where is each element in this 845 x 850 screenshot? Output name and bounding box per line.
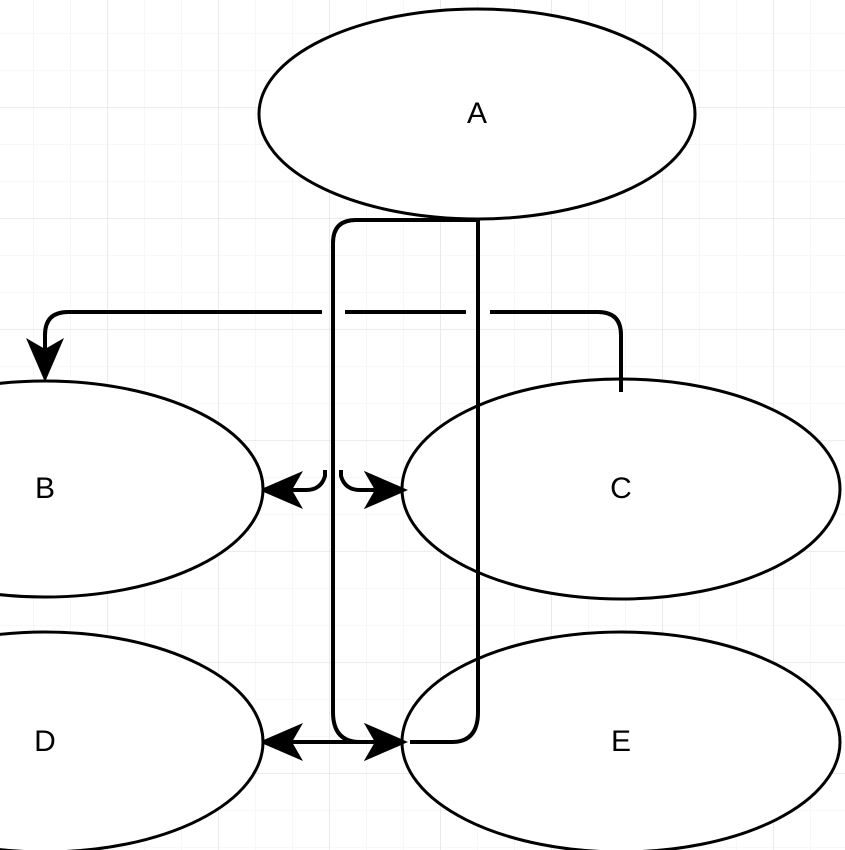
arrowhead-into-e-left-overlay — [364, 723, 408, 761]
edge-b-to-c[interactable] — [276, 470, 392, 492]
node-e-label: E — [611, 725, 631, 758]
edge-a-to-b[interactable] — [43, 310, 322, 368]
node-c-label: C — [610, 472, 632, 505]
node-b-ellipse[interactable] — [0, 379, 265, 599]
node-c[interactable]: C — [400, 377, 842, 601]
node-d[interactable]: D — [0, 630, 265, 850]
node-a-label: A — [467, 97, 487, 130]
edge-a-to-c[interactable] — [490, 310, 623, 392]
node-b[interactable]: B — [0, 379, 265, 599]
node-d-label: D — [34, 725, 56, 758]
edge-overlay-group — [364, 380, 623, 761]
arrowhead-into-d-right — [259, 723, 303, 761]
node-a[interactable]: A — [257, 7, 697, 221]
node-a-ellipse[interactable] — [257, 7, 697, 221]
edge-a-to-e-overlay[interactable] — [410, 632, 480, 744]
arrowhead-into-b-top — [26, 338, 64, 382]
arrowhead-into-c-left-overlay — [364, 471, 408, 509]
node-d-ellipse[interactable] — [0, 630, 265, 850]
node-e[interactable]: E — [400, 630, 842, 850]
node-b-label: B — [35, 472, 55, 505]
arrowhead-into-b-right — [259, 471, 303, 509]
